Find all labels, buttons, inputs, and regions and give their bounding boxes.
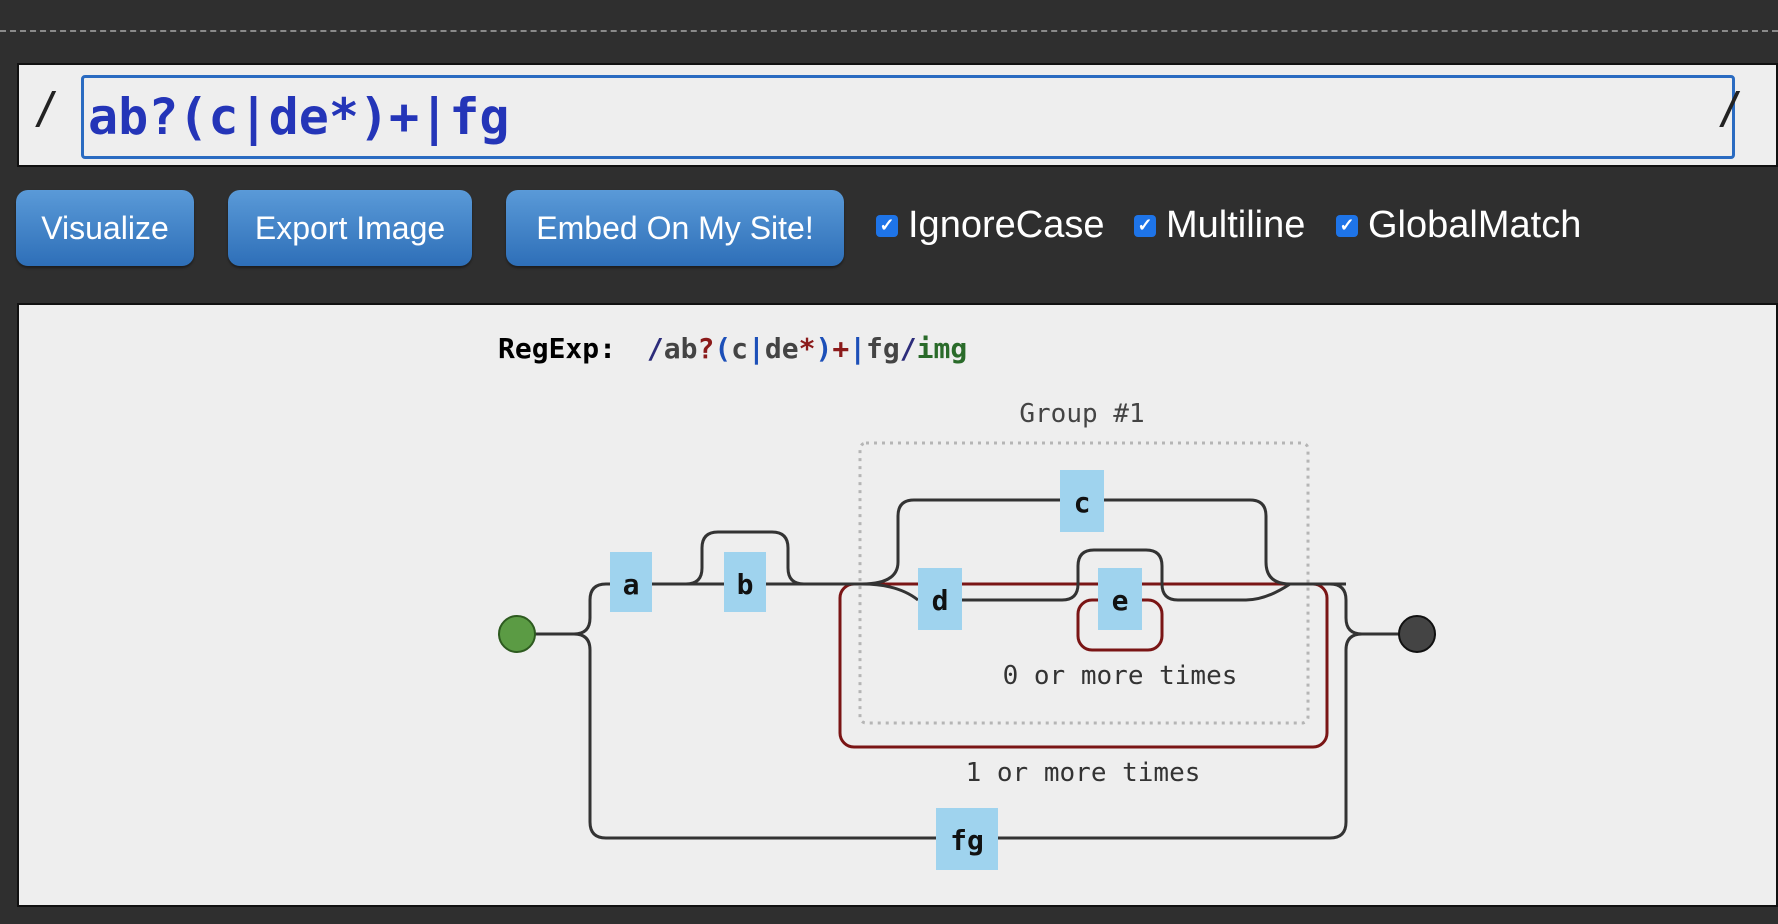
regexp-header-part: |	[849, 332, 867, 365]
group-label: Group #1	[1019, 399, 1144, 429]
svg-text:a: a	[623, 568, 640, 601]
globalmatch-label: GlobalMatch	[1368, 204, 1582, 246]
globalmatch-option[interactable]: ✓ GlobalMatch	[1336, 204, 1581, 247]
export-image-button[interactable]: Export Image	[228, 190, 472, 266]
regexp-header-part: *	[798, 332, 816, 365]
regex-input-bar: / ab?(c|de*)+|fg /	[17, 63, 1778, 167]
visualize-button[interactable]: Visualize	[16, 190, 194, 266]
diagram-paths	[534, 498, 1400, 840]
svg-text:c: c	[1074, 486, 1091, 519]
group-box	[858, 441, 1310, 725]
regexp-header-part: /	[646, 332, 664, 365]
multiline-checkbox[interactable]: ✓	[1134, 214, 1156, 237]
regexp-header-part: ab	[663, 332, 698, 365]
regexp-header-part: img	[916, 332, 968, 365]
svg-text:d: d	[932, 584, 949, 617]
regexp-header-part: c	[731, 332, 749, 365]
node-fg: fg	[936, 808, 998, 870]
regexp-header-part: /	[899, 332, 917, 365]
node-a: a	[610, 552, 652, 612]
ignorecase-label: IgnoreCase	[908, 204, 1105, 246]
one-or-more-label: 1 or more times	[966, 758, 1201, 788]
one-or-more-box	[838, 582, 1329, 749]
regexp-header-pattern: /ab?(c|de*)+|fg/img	[647, 332, 967, 365]
ignorecase-option[interactable]: ✓ IgnoreCase	[876, 204, 1104, 247]
globalmatch-checkbox[interactable]: ✓	[1336, 214, 1358, 237]
regex-open-slash: /	[33, 83, 60, 134]
multiline-option[interactable]: ✓ Multiline	[1134, 204, 1305, 247]
regexp-header-part: +	[832, 332, 850, 365]
multiline-label: Multiline	[1166, 204, 1306, 246]
ignorecase-checkbox[interactable]: ✓	[876, 214, 898, 237]
regexp-header-part: de	[764, 332, 799, 365]
regexp-header-label: RegExp:	[498, 332, 617, 365]
embed-button[interactable]: Embed On My Site!	[506, 190, 844, 266]
regex-close-slash: /	[1717, 83, 1744, 134]
svg-text:e: e	[1112, 584, 1129, 617]
node-c: c	[1060, 470, 1104, 532]
regexp-header: RegExp: /ab?(c|de*)+|fg/img	[498, 332, 967, 365]
zero-or-more-label: 0 or more times	[1003, 661, 1238, 691]
node-e: e	[1098, 568, 1142, 630]
end-node	[1398, 615, 1436, 653]
regexp-header-part: |	[748, 332, 765, 365]
top-dashed-separator	[0, 30, 1778, 32]
start-node	[498, 615, 536, 653]
regexp-header-part: fg	[866, 332, 900, 365]
regexp-header-part: )	[815, 332, 833, 365]
node-b: b	[724, 552, 766, 612]
svg-text:fg: fg	[950, 824, 984, 857]
svg-text:b: b	[737, 568, 754, 601]
regexp-header-part: ?	[697, 332, 715, 365]
diagram-canvas	[17, 303, 1778, 907]
regexp-header-part: (	[714, 332, 732, 365]
regex-input[interactable]: ab?(c|de*)+|fg	[81, 75, 1735, 159]
node-d: d	[918, 568, 962, 630]
